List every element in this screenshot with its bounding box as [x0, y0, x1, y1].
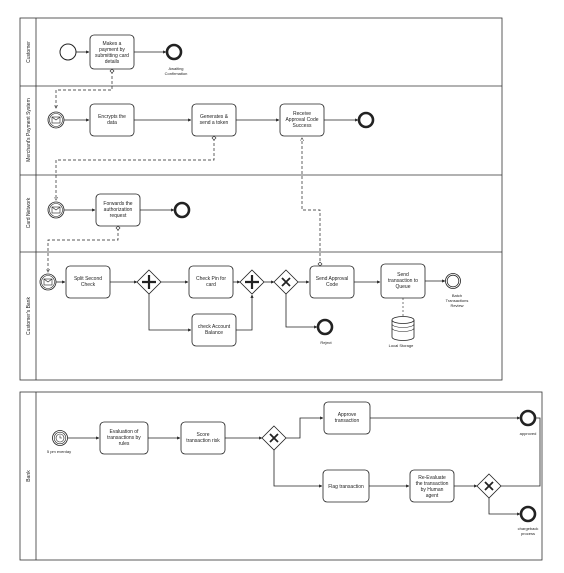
lane-label-customer: Customer — [26, 41, 32, 63]
msg-start-customers-bank — [39, 273, 57, 291]
parallel-gateway-split — [136, 269, 162, 295]
label-timer: 5 pm everday — [47, 449, 71, 454]
msg-flow-forward-to-bank — [48, 228, 119, 272]
msg-start-card-network — [47, 201, 65, 219]
exclusive-gateway-review — [476, 473, 502, 499]
svg-text:Generates &send a token: Generates &send a token — [200, 114, 229, 126]
intermediate-event-batch — [445, 273, 461, 289]
task-flag: Flag transaction — [322, 469, 370, 503]
label-approved: approved — [520, 431, 537, 436]
label-local-storage: Local Storage — [389, 343, 414, 348]
lane-label-merchant: Merchant's Payment System — [26, 98, 32, 161]
lane-label-card-network: Card Network — [26, 197, 32, 228]
msg-start-merchant — [47, 111, 65, 129]
timer-start-event — [52, 430, 68, 446]
flow-balance-to-join — [236, 294, 254, 331]
flow-xor-to-reject — [285, 294, 318, 329]
end-event-merchant — [357, 111, 375, 129]
pool-1: Customer Merchant's Payment System Card … — [19, 17, 503, 381]
flow-review-to-chargeback — [488, 498, 521, 516]
end-event-chargeback — [519, 505, 537, 523]
end-event-awaiting — [165, 43, 183, 61]
task-generates-token: Generates &send a token — [191, 103, 237, 137]
flow-xor-to-flag — [273, 450, 323, 488]
parallel-gateway-join — [239, 269, 265, 295]
lane-label-customers-bank: Customer's Bank — [26, 297, 32, 335]
end-event-approved — [519, 409, 537, 427]
end-event-card-network — [173, 201, 191, 219]
svg-text:Flag transaction: Flag transaction — [328, 484, 364, 490]
flow-xor-to-approve — [286, 416, 324, 439]
msg-flow-approval-to-merchant — [302, 138, 321, 266]
start-event-customer — [59, 43, 77, 61]
end-event-reject — [316, 318, 334, 336]
database-icon — [391, 316, 415, 341]
flow-gateway-to-balance — [148, 294, 192, 332]
msg-flow-token-to-network — [56, 138, 215, 200]
lane-label-bank: Bank — [26, 470, 32, 482]
msg-flow-payment-to-merchant — [56, 71, 113, 108]
exclusive-gateway-approval — [273, 269, 299, 295]
label-reject: Reject — [320, 340, 332, 345]
flow-review-to-approved — [501, 417, 541, 487]
pool-2: Bank — [19, 391, 543, 561]
exclusive-gateway-risk — [261, 425, 287, 451]
